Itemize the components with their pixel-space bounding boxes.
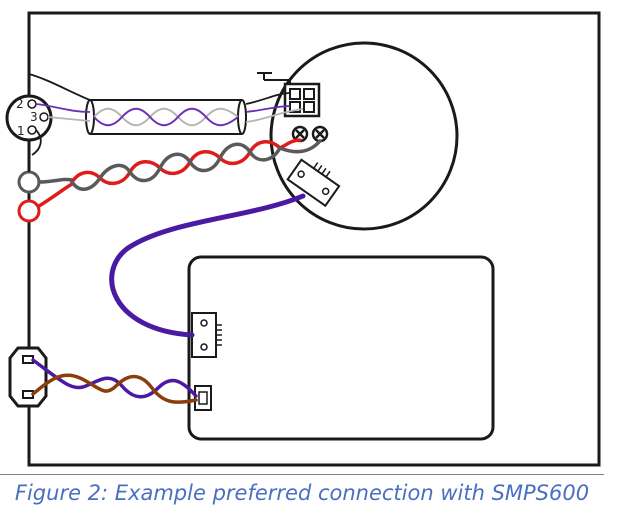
dc-supply-cable — [109, 193, 306, 338]
wiring-diagram: 2 3 1 — [5, 11, 601, 467]
screw-terminal-icon — [291, 125, 329, 143]
enclosure-outline — [27, 11, 601, 467]
speaker-jst-connector — [286, 158, 341, 208]
cable-to-header-wires — [245, 92, 304, 123]
smps-module — [187, 255, 495, 441]
xlr-pin-wires — [28, 73, 91, 156]
caption-divider — [0, 474, 604, 475]
xlr-pin-1-label: 1 — [17, 124, 25, 138]
grey-terminal — [17, 170, 41, 194]
xlr-connector-icon: 2 3 1 — [5, 94, 53, 142]
xlr-pin-3-label: 3 — [30, 110, 38, 124]
speaker-header-connector — [283, 82, 321, 118]
ground-symbol — [257, 72, 291, 86]
xlr-pin-2-label: 2 — [16, 97, 24, 111]
ac-twisted-pair — [31, 358, 198, 404]
smps-output-connector — [191, 312, 222, 358]
iec-inlet-icon — [8, 346, 48, 408]
smps-ac-connector — [194, 385, 212, 411]
red-terminal — [17, 199, 41, 223]
speaker-twisted-pair — [37, 138, 322, 208]
figure-caption: Figure 2: Example preferred connection w… — [14, 481, 590, 505]
shielded-signal-cable — [85, 99, 247, 135]
